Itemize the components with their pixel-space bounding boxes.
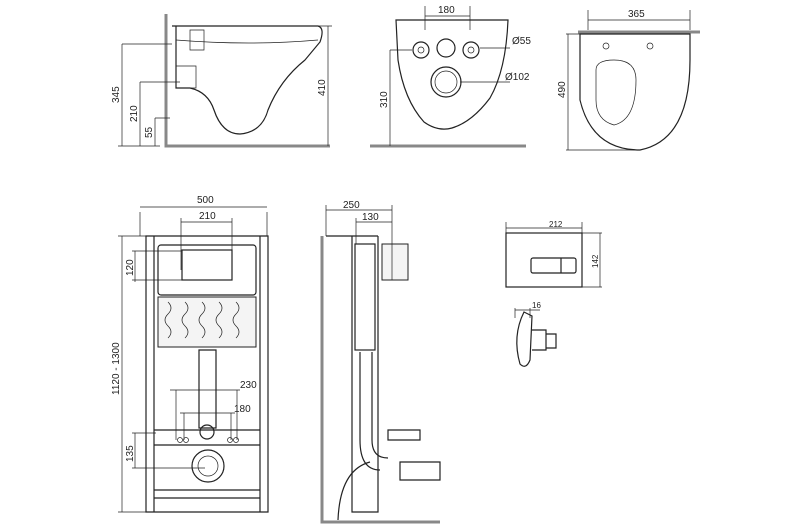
- dim-250: 250: [343, 200, 360, 211]
- dim-1120-1300: 1120 - 1300: [111, 342, 122, 395]
- dim-212: 212: [549, 220, 563, 229]
- dim-410: 410: [317, 79, 328, 96]
- toilet-back-view: 180 Ø55 Ø102 310: [370, 5, 531, 148]
- flush-plate: 212 142 16: [505, 220, 602, 367]
- toilet-top-view: 365 490: [557, 9, 700, 151]
- dim-500: 500: [197, 195, 214, 206]
- frame-side-view: 250 130: [320, 200, 441, 524]
- dim-365: 365: [628, 9, 645, 20]
- dim-490: 490: [557, 81, 568, 98]
- dim-16: 16: [532, 301, 541, 310]
- dim-diameter-55: Ø55: [512, 36, 531, 47]
- toilet-side-view: 345 210 55 410: [111, 14, 332, 148]
- dim-55: 55: [144, 126, 155, 138]
- dim-345: 345: [111, 86, 122, 103]
- dim-310: 310: [379, 91, 390, 108]
- frame-front-view: 500 210 120 1120 - 1300 230 180 135: [111, 195, 269, 513]
- dim-180: 180: [438, 5, 455, 16]
- dim-130: 130: [362, 212, 379, 223]
- dim-135: 135: [125, 445, 136, 462]
- dim-230: 230: [240, 380, 257, 391]
- dim-diameter-102: Ø102: [505, 72, 530, 83]
- dim-180-studs: 180: [234, 404, 251, 415]
- dim-142: 142: [591, 254, 600, 268]
- dim-210-plate: 210: [199, 211, 216, 222]
- dim-120: 120: [125, 259, 136, 276]
- dim-210: 210: [129, 105, 140, 122]
